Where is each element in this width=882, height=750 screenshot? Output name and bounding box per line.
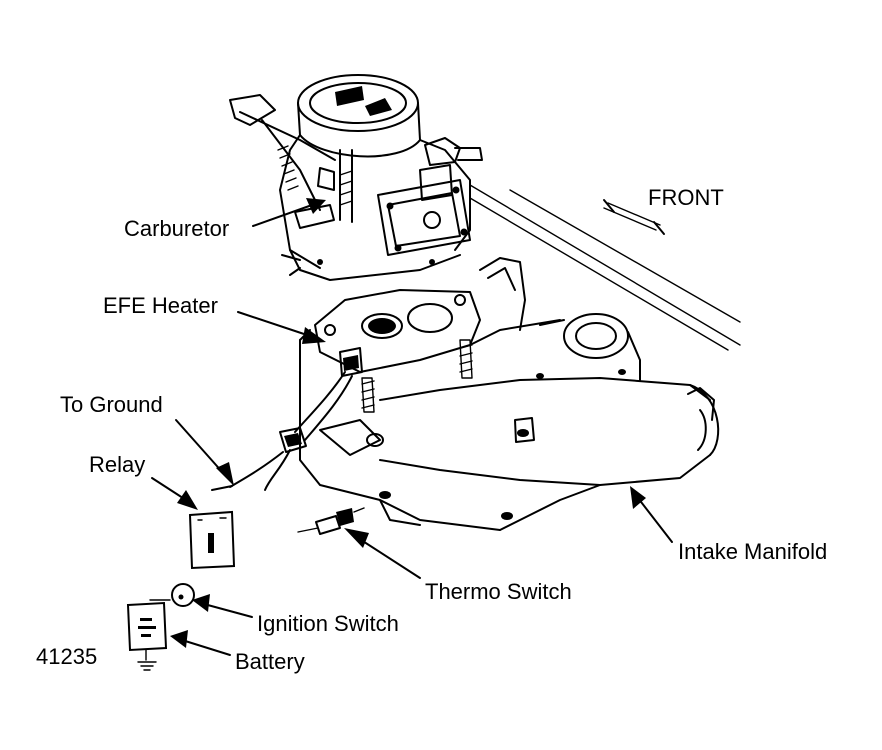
- ignition-switch-leader: [203, 603, 253, 618]
- thermo-switch-leader: [357, 537, 421, 579]
- efe-wiring-harness: [211, 371, 353, 491]
- label-efe-heater: EFE Heater: [103, 293, 218, 318]
- label-carburetor: Carburetor: [124, 216, 229, 241]
- relay-illustration: [188, 510, 236, 570]
- label-front: FRONT: [648, 185, 724, 210]
- labels: Carburetor EFE Heater To Ground Relay In…: [36, 185, 827, 674]
- carburetor-arrowhead: [306, 198, 326, 214]
- carburetor-leader: [252, 204, 313, 227]
- ignition-switch-arrowhead: [192, 594, 210, 612]
- intake-manifold-illustration: [299, 257, 720, 531]
- battery-arrowhead: [170, 630, 188, 648]
- figure-number: 41235: [36, 644, 97, 669]
- ignition-switch-illustration: [149, 583, 195, 607]
- efe-heater-arrowhead: [302, 327, 326, 344]
- label-battery: Battery: [235, 649, 305, 674]
- thermo-switch-arrowhead: [344, 528, 369, 548]
- battery-illustration: [126, 601, 168, 671]
- efe-heater-illustration: [314, 289, 481, 377]
- label-to-ground: To Ground: [60, 392, 163, 417]
- carburetor-illustration: [229, 74, 483, 281]
- relay-arrowhead: [177, 490, 198, 510]
- label-ignition-switch: Ignition Switch: [257, 611, 399, 636]
- front-direction-indicator: [469, 184, 741, 351]
- thermo-switch-illustration: [297, 507, 365, 535]
- relay-leader: [151, 477, 187, 501]
- efe-heater-leader: [237, 311, 311, 337]
- leader-arrows: [151, 198, 673, 656]
- to-ground-arrowhead: [216, 462, 234, 486]
- intake-manifold-leader: [637, 497, 673, 543]
- intake-manifold-arrowhead: [630, 486, 646, 509]
- label-thermo-switch: Thermo Switch: [425, 579, 572, 604]
- to-ground-leader: [175, 419, 225, 475]
- label-intake-manifold: Intake Manifold: [678, 539, 827, 564]
- battery-leader: [181, 639, 231, 656]
- label-relay: Relay: [89, 452, 145, 477]
